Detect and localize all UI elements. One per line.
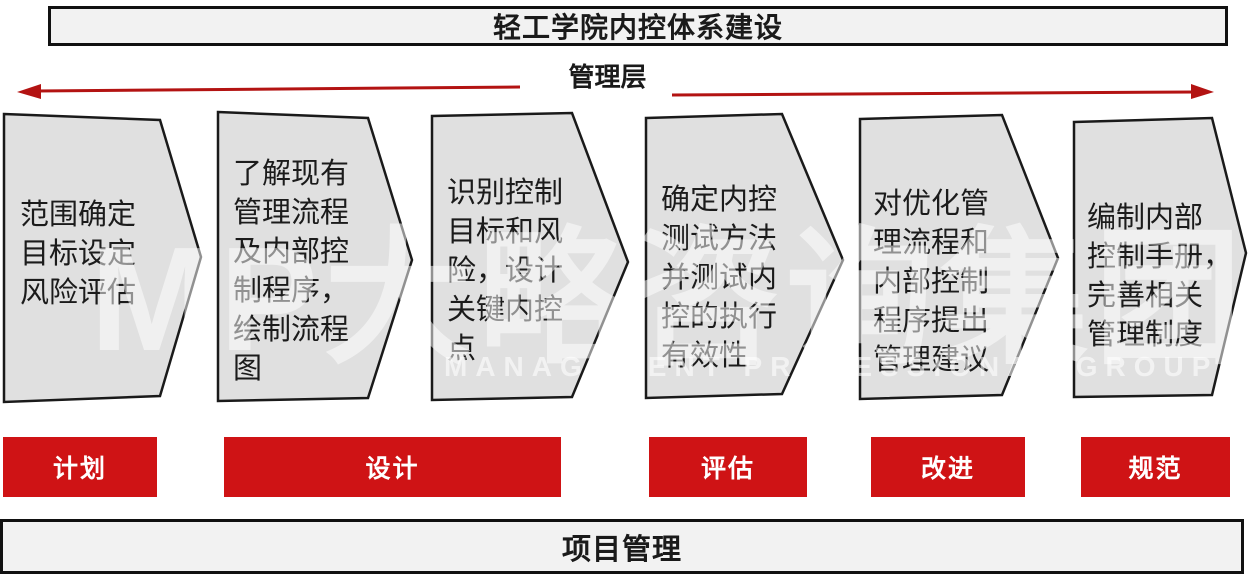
step-6-text: 编制内部 控制手册， 完善相关 管理制度: [1087, 202, 1233, 351]
step-2-text: 了解现有 管理流程 及内部控 制程序， 绘制流程 图: [233, 158, 350, 385]
diagram-title: 轻工学院内控体系建设: [492, 12, 783, 43]
step-1-text: 范围确定 目标设定 风险评估: [20, 199, 137, 309]
left-arrowhead-icon: [17, 84, 41, 99]
project-management-label: 项目管理: [561, 533, 682, 566]
right-arrowhead-icon: [1191, 84, 1214, 99]
process-shapes: [2, 110, 1248, 404]
phase-tag-design: 设计: [224, 437, 561, 497]
phase-tag-standardize: 规范: [1081, 437, 1230, 497]
step-5-shape: [858, 113, 1060, 401]
right-arrow-line: [671, 90, 1196, 97]
step-2-shape: [216, 110, 414, 403]
project-management-bar: 项目管理: [0, 519, 1244, 574]
management-layer-label: 管理层: [568, 62, 647, 92]
step-4-text: 确定内控 测试方法 并测试内 控的执行 有效性: [661, 184, 778, 372]
step-5-text: 对优化管 理流程和 内部控制 程序提出 管理建议: [873, 188, 990, 376]
management-band-arrows: [17, 84, 1214, 99]
step-3-text: 识别控制 目标和风 险，设计 关键内控 点: [447, 177, 564, 365]
diagram-title-bar: 轻工学院内控体系建设: [48, 6, 1228, 46]
phase-tag-evaluate: 评估: [649, 437, 807, 497]
left-arrow-line: [35, 85, 521, 93]
step-6-shape: [1072, 116, 1248, 399]
phase-tag-plan: 计划: [3, 437, 157, 497]
step-1-shape: [2, 112, 203, 404]
step-3-shape: [430, 111, 630, 402]
step-4-shape: [644, 112, 845, 400]
phase-tag-improve: 改进: [871, 437, 1025, 497]
